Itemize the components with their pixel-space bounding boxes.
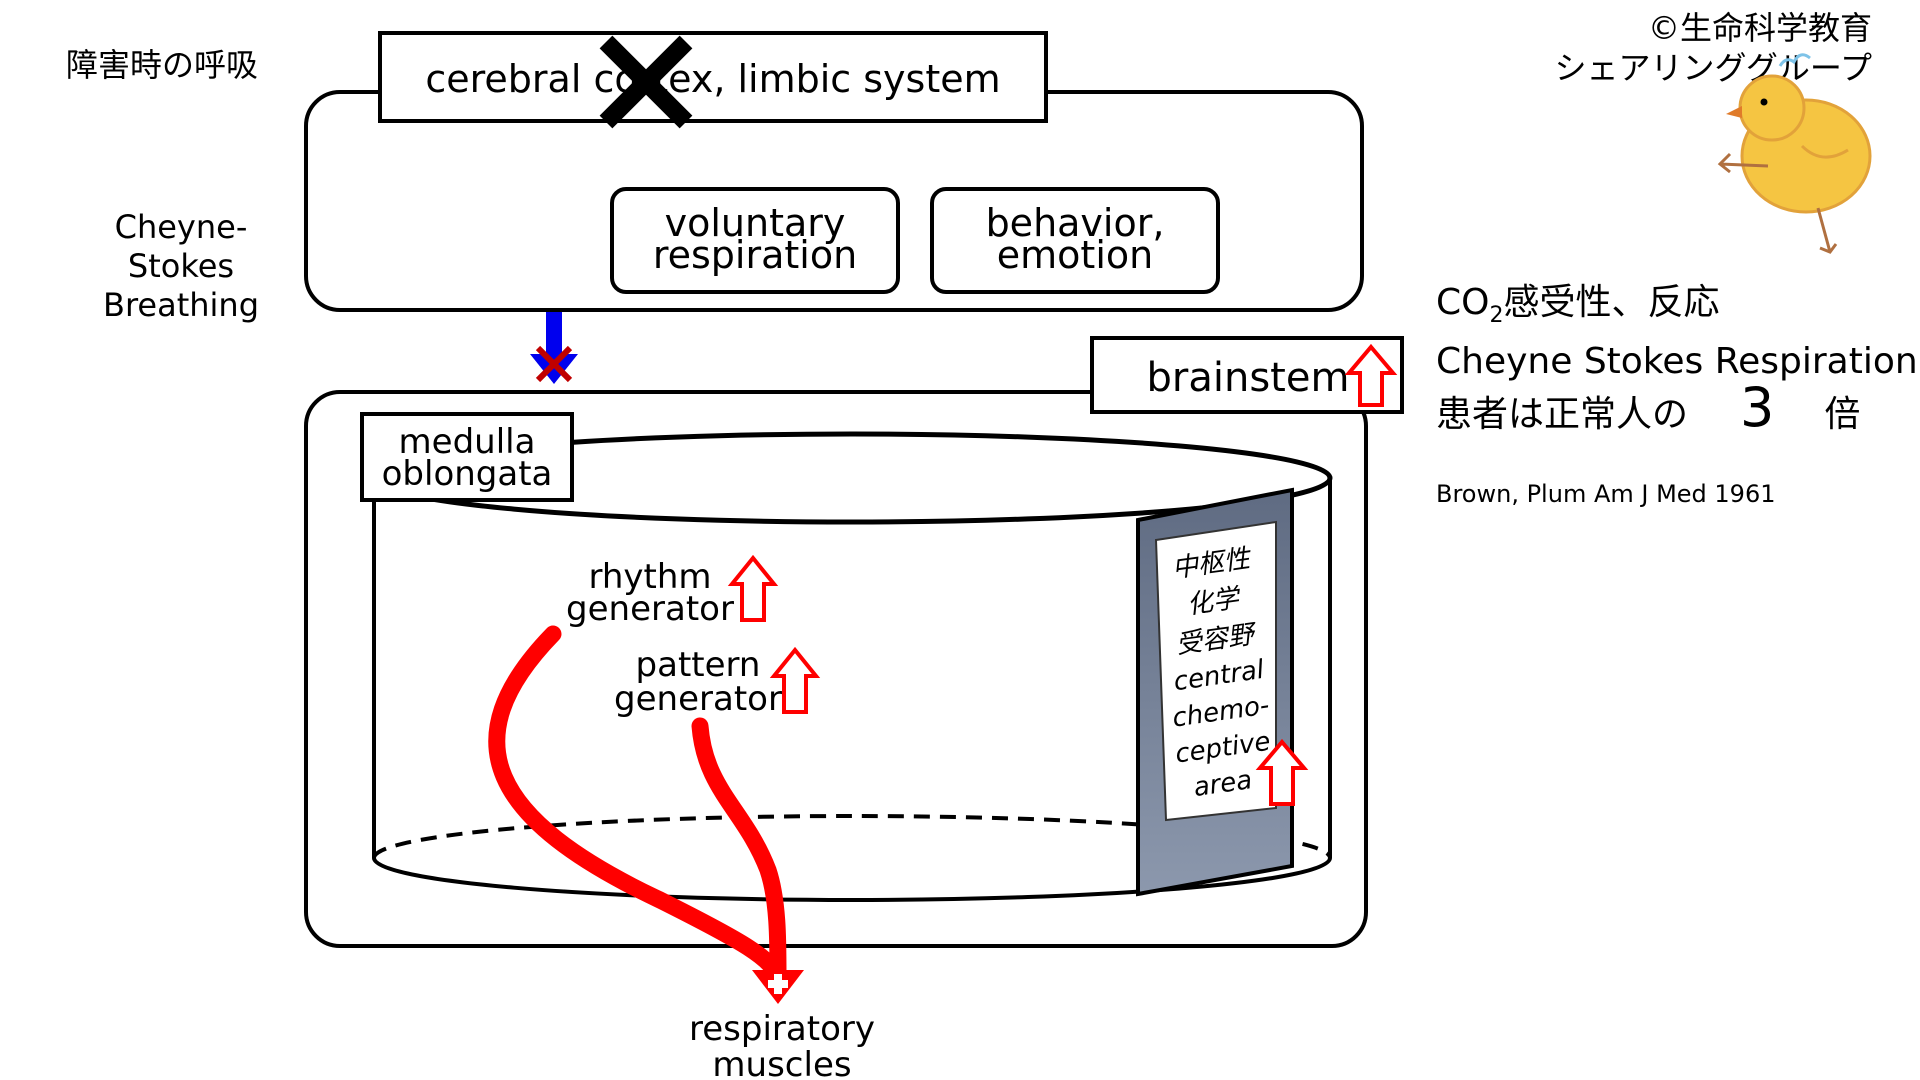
chemoreceptive-panel — [1136, 487, 1294, 897]
co-subscript: 2 — [1489, 303, 1504, 329]
behavior-label-2: emotion — [997, 233, 1153, 277]
info-line-3-before: 患者は正常人の — [1436, 394, 1689, 436]
cortex-label: cerebral cortex, limbic system — [425, 57, 1000, 101]
co-text: CO — [1436, 282, 1490, 323]
muscles-label-2: muscles — [712, 1045, 851, 1080]
blocked-x-icon — [599, 35, 693, 129]
brainstem-label: brainstem — [1147, 355, 1350, 401]
inhibited-x-icon — [535, 345, 573, 383]
descending-pathway-arrow — [530, 312, 578, 384]
behavior-emotion-box — [930, 187, 1220, 294]
info-line-3-after: 倍 — [1824, 394, 1861, 436]
citation: Brown, Plum Am J Med 1961 — [1436, 480, 1776, 508]
voluntary-label-1: voluntary — [665, 201, 846, 245]
pattern-up-arrow-icon — [769, 646, 821, 714]
info-line-1: CO2感受性、反応 — [1436, 280, 1918, 339]
info-panel: CO2感受性、反応 Cheyne Stokes Respiration 患者は正… — [1436, 280, 1918, 438]
ratio-value: 3 — [1740, 376, 1775, 440]
voluntary-label-2: respiration — [653, 233, 857, 277]
medulla-label-2: oblongata — [382, 454, 553, 494]
medulla-label-1: medulla — [399, 422, 536, 462]
sensitivity-text: 感受性、反応 — [1503, 282, 1720, 323]
info-line-2: Cheyne Stokes Respiration — [1436, 341, 1918, 383]
rhythm-label-1: rhythm — [588, 557, 711, 597]
page-title: 障害時の呼吸 — [66, 46, 259, 84]
rhythm-label-2: generator — [566, 589, 734, 629]
muscles-label-1: respiratory — [689, 1009, 875, 1049]
pattern-label-1: pattern — [636, 645, 761, 685]
medulla-label-box — [360, 412, 574, 502]
copyright: ©生命科学教育 シェアリンググループ — [1555, 8, 1872, 88]
rhythm-output-pathway — [488, 625, 787, 989]
brainstem-up-arrow-icon — [1344, 343, 1398, 407]
info-line-3: 患者は正常人の 3 倍 — [1436, 376, 1918, 440]
behavior-label-1: behavior, — [986, 201, 1165, 245]
copyright-line-2: シェアリンググループ — [1554, 49, 1872, 87]
pattern-output-pathway — [691, 717, 787, 985]
pattern-label-2: generator — [614, 679, 782, 719]
medulla-cylinder — [371, 431, 1333, 902]
cortex-box — [378, 31, 1048, 123]
chick-mascot-icon — [1717, 53, 1872, 254]
rhythm-up-arrow-icon — [727, 554, 779, 622]
muscle-target-arrow-icon — [752, 970, 804, 1004]
chemo-up-arrow-icon — [1255, 738, 1309, 806]
copyright-line-1: ©生命科学教育 — [1647, 9, 1872, 47]
voluntary-respiration-box — [610, 187, 900, 294]
lower-region-box — [304, 390, 1368, 948]
side-label: Cheyne- Stokes Breathing — [102, 208, 259, 324]
